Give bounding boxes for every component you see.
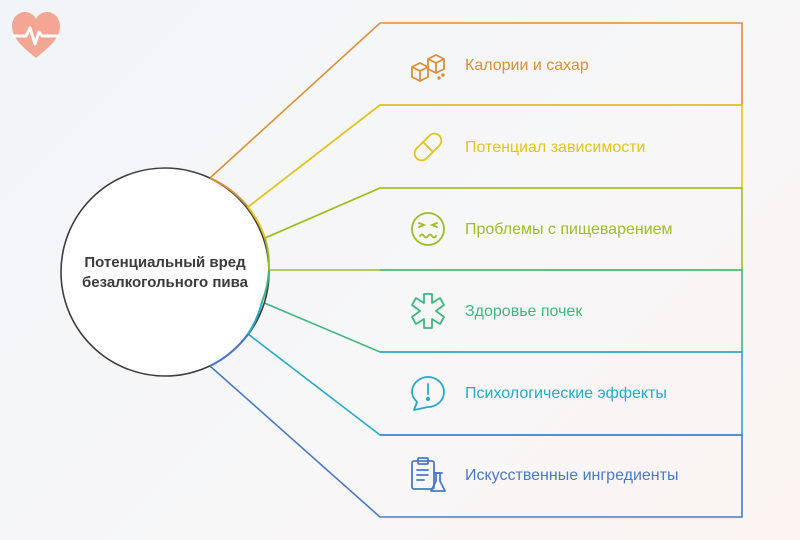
item-label-artificial: Искусственные ингредиенты (465, 467, 679, 484)
hub-arc-orange (209, 177, 249, 208)
hub-arc-blue (209, 333, 249, 367)
clipboard-flask-icon (411, 457, 446, 492)
item-label-psychology: Психологические эффекты (465, 385, 667, 402)
hub-arc-lime (264, 237, 271, 271)
hub-arc-teal (247, 301, 263, 335)
hub-arc-green (261, 269, 270, 303)
hub-title: Потенциальный вред безалкогольного пива (81, 254, 249, 291)
pill-icon (413, 132, 443, 162)
connector-artificial (209, 365, 743, 518)
medical-cross-icon (411, 293, 445, 329)
alert-speech-bubble-icon (411, 376, 445, 411)
item-label-dependence: Потенциал зависимости (465, 139, 646, 156)
item-label-kidney: Здоровье почек (465, 303, 583, 320)
nauseous-face-icon (411, 212, 445, 246)
heart-pulse-icon (12, 12, 60, 58)
item-label-digestion: Проблемы с пищеварением (465, 221, 673, 238)
connector-calories (209, 22, 743, 208)
hub-arc-yellow (247, 206, 266, 239)
item-label-calories: Калории и сахар (465, 57, 589, 74)
sugar-cubes-icon (411, 54, 445, 82)
